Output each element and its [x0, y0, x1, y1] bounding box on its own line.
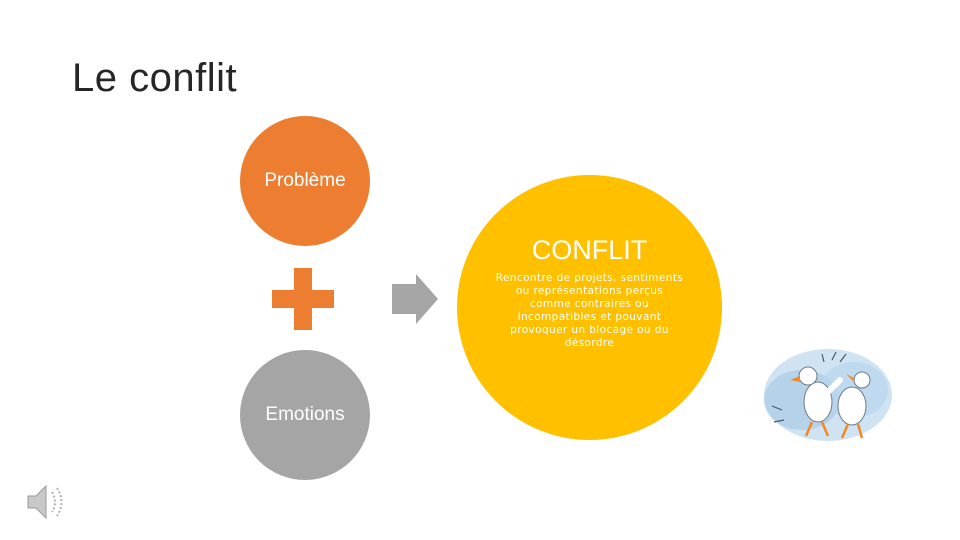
- probleme-label: Problème: [264, 170, 346, 191]
- arrow-right-icon: [392, 274, 438, 324]
- fighting-geese-illustration: [764, 349, 892, 441]
- probleme-circle: Problème: [240, 116, 370, 246]
- slide-title: Le conflit: [72, 56, 238, 100]
- conflit-title: CONFLIT: [531, 235, 648, 265]
- speaker-icon[interactable]: [26, 482, 70, 522]
- conflit-circle: CONFLIT Rencontre de projets, sentiments…: [457, 175, 722, 440]
- conflit-description: Rencontre de projets, sentiments ou repr…: [495, 272, 684, 349]
- emotions-label: Emotions: [265, 404, 345, 425]
- emotions-circle: Emotions: [240, 350, 370, 480]
- plus-icon: [272, 268, 334, 330]
